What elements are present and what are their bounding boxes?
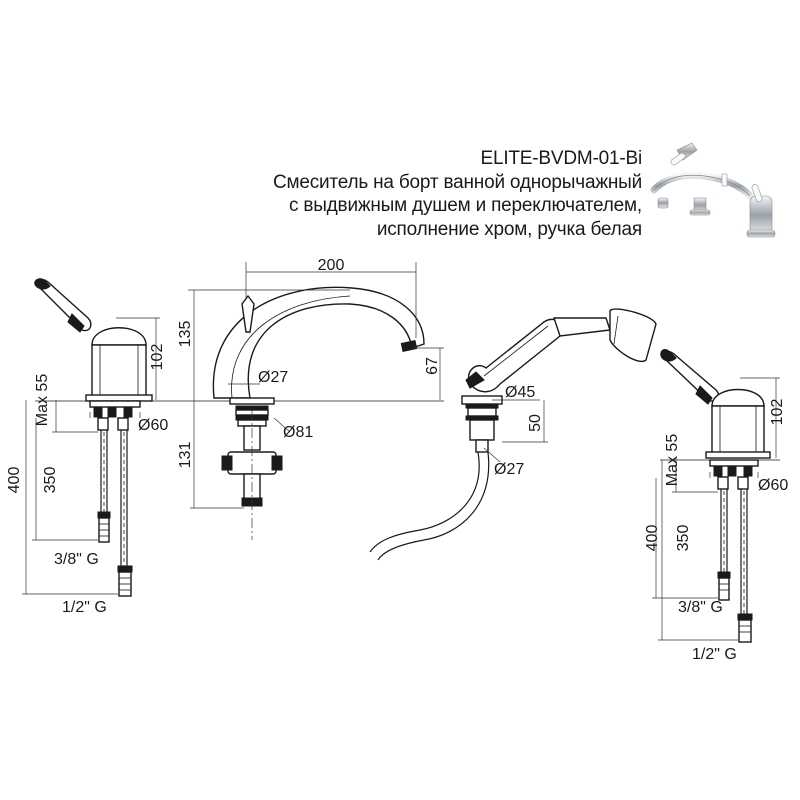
right-valve xyxy=(652,349,780,643)
spout-reach-label: 200 xyxy=(318,257,345,274)
spout-assembly xyxy=(188,262,444,540)
spout-outlet-height-label: 67 xyxy=(424,357,441,375)
left-diameter-label: Ø60 xyxy=(138,417,168,434)
right-max-label: Max 55 xyxy=(664,434,681,487)
left-thread-large-label: 1/2" G xyxy=(62,599,107,616)
description-line-1: Смеситель на борт ванной однорычажный xyxy=(272,171,642,193)
right-total-length-label: 400 xyxy=(644,525,661,552)
right-height-label: 102 xyxy=(769,399,786,426)
right-diameter-label: Ø60 xyxy=(758,477,788,494)
left-max-label: Max 55 xyxy=(34,374,51,427)
model-code: ELITE-BVDM-01-Bi xyxy=(480,148,642,169)
faucet-photo-icon xyxy=(650,142,776,238)
left-height-label: 102 xyxy=(149,344,166,371)
left-thread-small-label: 3/8" G xyxy=(54,551,99,568)
spout-base-diameter-label: Ø27 xyxy=(258,369,288,386)
left-valve xyxy=(22,278,160,597)
right-thread-small-label: 3/8" G xyxy=(678,599,723,616)
spout-height-label: 135 xyxy=(177,321,194,348)
right-thread-large-label: 1/2" G xyxy=(692,646,737,663)
description-line-2: с выдвижным душем и переключателем, xyxy=(288,195,642,216)
spout-below-deck-label: 131 xyxy=(177,442,194,469)
shower-hose-diameter-label: Ø27 xyxy=(494,461,524,478)
right-hose-length-label: 350 xyxy=(675,525,692,552)
product-header: ELITE-BVDM-01-Bi Смеситель на борт ванно… xyxy=(273,147,642,241)
description-line-3: исполнение хром, ручка белая xyxy=(376,218,642,240)
shower-depth-label: 50 xyxy=(527,414,544,432)
hand-shower xyxy=(369,308,657,561)
left-hose-length-label: 350 xyxy=(42,467,59,494)
left-total-length-label: 400 xyxy=(6,467,23,494)
spout-flange-diameter-label: Ø81 xyxy=(283,424,313,441)
shower-holder-diameter-label: Ø45 xyxy=(505,384,535,401)
